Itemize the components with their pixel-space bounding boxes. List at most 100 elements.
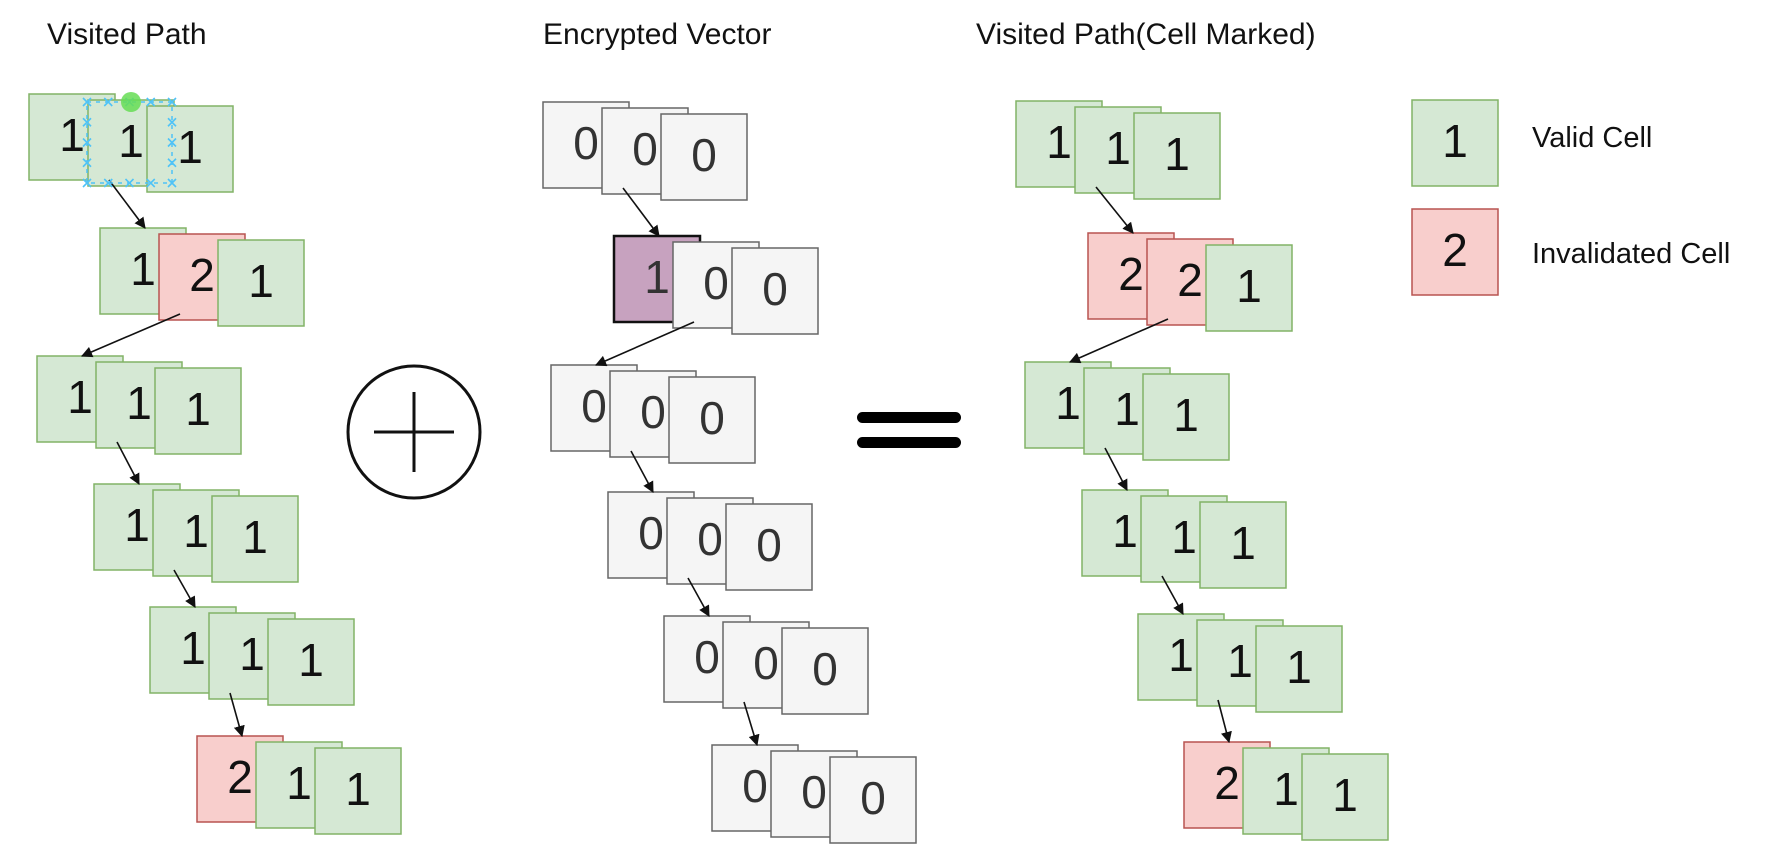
cell-value: 1 <box>1171 511 1197 563</box>
cell-value: 1 <box>183 505 209 557</box>
cell-value: 1 <box>1236 260 1262 312</box>
path-arrow <box>594 321 695 367</box>
cell-value: 2 <box>1118 248 1144 300</box>
resize-handle[interactable] <box>82 137 92 148</box>
plain-cell <box>660 113 748 201</box>
cell-value: 1 <box>126 377 152 429</box>
cell-value: 1 <box>298 634 324 686</box>
cell-value: 1 <box>1055 377 1081 429</box>
resize-handle[interactable] <box>167 97 177 107</box>
cell-value: 1 <box>67 371 93 423</box>
cell-value: 2 <box>1177 254 1203 306</box>
cell-value: 0 <box>697 513 723 565</box>
resize-handle[interactable] <box>103 97 113 107</box>
column-title-visited-path: Visited Path <box>47 18 207 51</box>
path-arrow <box>1217 699 1232 744</box>
cell-value: 0 <box>756 519 782 571</box>
resize-handle[interactable] <box>124 178 135 188</box>
path-arrow <box>108 179 146 229</box>
plain-cell <box>668 376 756 464</box>
cell-value: 1 <box>1173 389 1199 441</box>
cell-value: 1 <box>239 628 265 680</box>
plain-cell <box>781 627 869 715</box>
equals-icon <box>857 412 961 448</box>
cell-value: 0 <box>640 386 666 438</box>
legend-swatch-value: 2 <box>1442 224 1468 276</box>
resize-handle[interactable] <box>167 137 177 148</box>
cell-value: 2 <box>1214 757 1240 809</box>
xor-circle-plus-icon <box>346 364 482 500</box>
cell-value: 1 <box>185 383 211 435</box>
resize-handle[interactable] <box>146 178 156 188</box>
cell-value: 0 <box>812 643 838 695</box>
resize-handle[interactable] <box>146 97 156 107</box>
path-arrow <box>630 450 654 493</box>
cell-value: 1 <box>248 255 274 307</box>
resize-handle[interactable] <box>82 117 92 127</box>
cell-value: 1 <box>177 121 203 173</box>
cell-value: 1 <box>1112 505 1138 557</box>
cell-value: 0 <box>860 772 886 824</box>
valid-cell <box>1255 625 1343 713</box>
cell-value: 1 <box>180 622 206 674</box>
path-arrow <box>1161 575 1184 615</box>
resize-handle[interactable] <box>167 158 177 168</box>
cell-value: 1 <box>1164 128 1190 180</box>
cell-value: 1 <box>1332 769 1358 821</box>
legend-swatch-invalid: 2 <box>1411 208 1499 296</box>
cell-value: 0 <box>573 117 599 169</box>
path-arrow <box>116 441 140 485</box>
resize-handle[interactable] <box>82 158 92 168</box>
legend-swatch-valid: 1 <box>1411 99 1499 187</box>
cell-value: 0 <box>699 392 725 444</box>
legend-label-invalidated-cell: Invalidated Cell <box>1532 238 1731 270</box>
connection-point[interactable] <box>121 92 141 112</box>
cell-value: 0 <box>703 257 729 309</box>
path-arrow <box>743 701 760 747</box>
cell-value: 0 <box>632 123 658 175</box>
cell-value: 1 <box>1227 635 1253 687</box>
cell-value: 0 <box>581 380 607 432</box>
resize-handle[interactable] <box>82 178 92 188</box>
cell-value: 0 <box>694 631 720 683</box>
cell-value: 1 <box>1046 116 1072 168</box>
cell-value: 1 <box>1273 763 1299 815</box>
valid-cell <box>314 747 402 835</box>
resize-handle[interactable] <box>82 97 92 107</box>
resize-handle[interactable] <box>103 178 113 188</box>
path-arrow <box>173 569 196 608</box>
path-arrow <box>229 692 245 738</box>
cell-value: 0 <box>801 766 827 818</box>
cell-value: 1 <box>130 243 156 295</box>
cell-value: 1 <box>644 251 670 303</box>
resize-handle[interactable] <box>167 178 177 188</box>
resize-handle[interactable] <box>167 117 177 127</box>
path-arrow <box>80 313 181 358</box>
valid-cell <box>1205 244 1293 332</box>
cell-value: 1 <box>59 109 85 161</box>
cell-value: 0 <box>691 129 717 181</box>
cell-value: 1 <box>124 499 150 551</box>
column-title-encrypted-vector: Encrypted Vector <box>543 18 772 51</box>
cell-value: 1 <box>118 115 144 167</box>
path-arrow <box>1095 186 1134 234</box>
cell-value: 1 <box>345 763 371 815</box>
valid-cell <box>1301 753 1389 841</box>
path-arrow <box>1068 318 1169 364</box>
